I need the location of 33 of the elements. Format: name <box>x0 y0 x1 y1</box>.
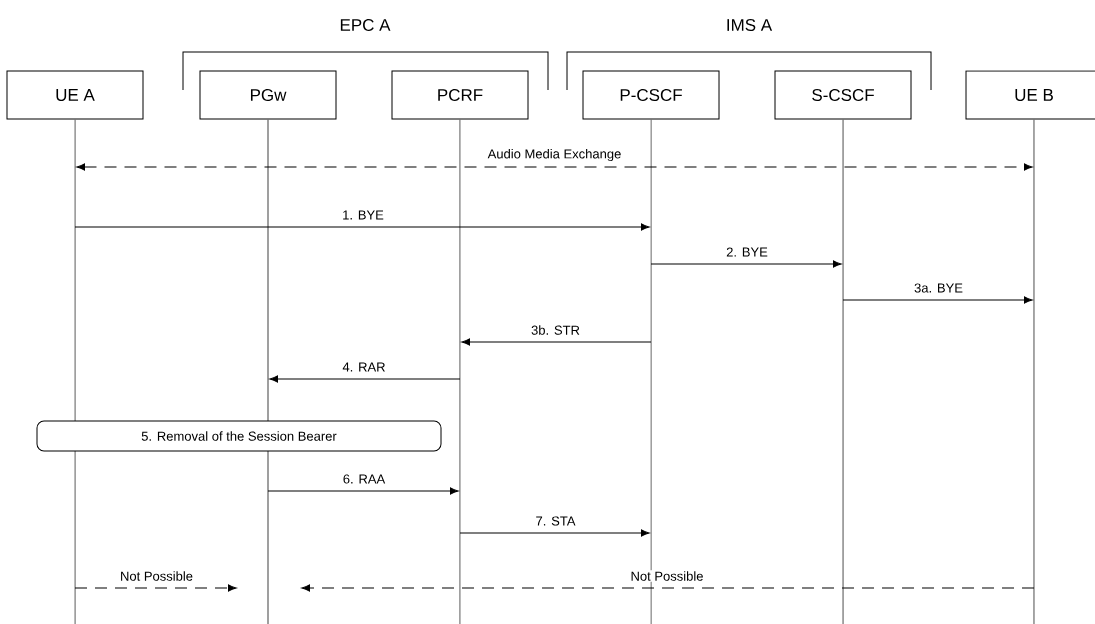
process-box: 5. Removal of the Session Bearer <box>36 420 442 452</box>
arrow <box>461 338 652 346</box>
group-label: EPC A <box>340 19 391 32</box>
lifeline <box>650 119 652 624</box>
edge-label: 2. BYE <box>725 246 769 258</box>
actor-box: PCRF <box>391 70 529 120</box>
group-label: IMS A <box>727 19 773 32</box>
lifeline <box>842 119 844 624</box>
edge-label: 4. RAR <box>341 361 387 373</box>
edge-label: Audio Media Exchange <box>486 147 623 163</box>
arrow <box>459 529 650 537</box>
actor-box: P-CSCF <box>582 70 720 120</box>
edge-label: Not Possible <box>119 570 194 582</box>
edge-label: 3b. STR <box>530 324 581 336</box>
arrow <box>74 584 237 592</box>
edge-label: 7. STA <box>534 515 577 527</box>
actor-box: S-CSCF <box>774 70 912 120</box>
arrow <box>74 223 650 231</box>
arrow <box>842 296 1033 304</box>
edge-label: 1. BYE <box>341 209 385 221</box>
arrow <box>301 584 1035 592</box>
edge-label: 3a. BYE <box>913 282 964 294</box>
actor-box: PGw <box>199 70 337 120</box>
edge-label: Not Possible <box>629 570 705 582</box>
lifeline <box>74 119 76 624</box>
arrow <box>650 260 842 268</box>
actor-box: UE A <box>6 70 144 120</box>
actor-box: UE B <box>965 70 1095 120</box>
edge-label: 6. RAA <box>341 473 387 485</box>
arrow <box>267 487 459 495</box>
lifeline <box>267 119 269 624</box>
arrow <box>269 375 461 383</box>
arrow <box>76 163 1033 171</box>
